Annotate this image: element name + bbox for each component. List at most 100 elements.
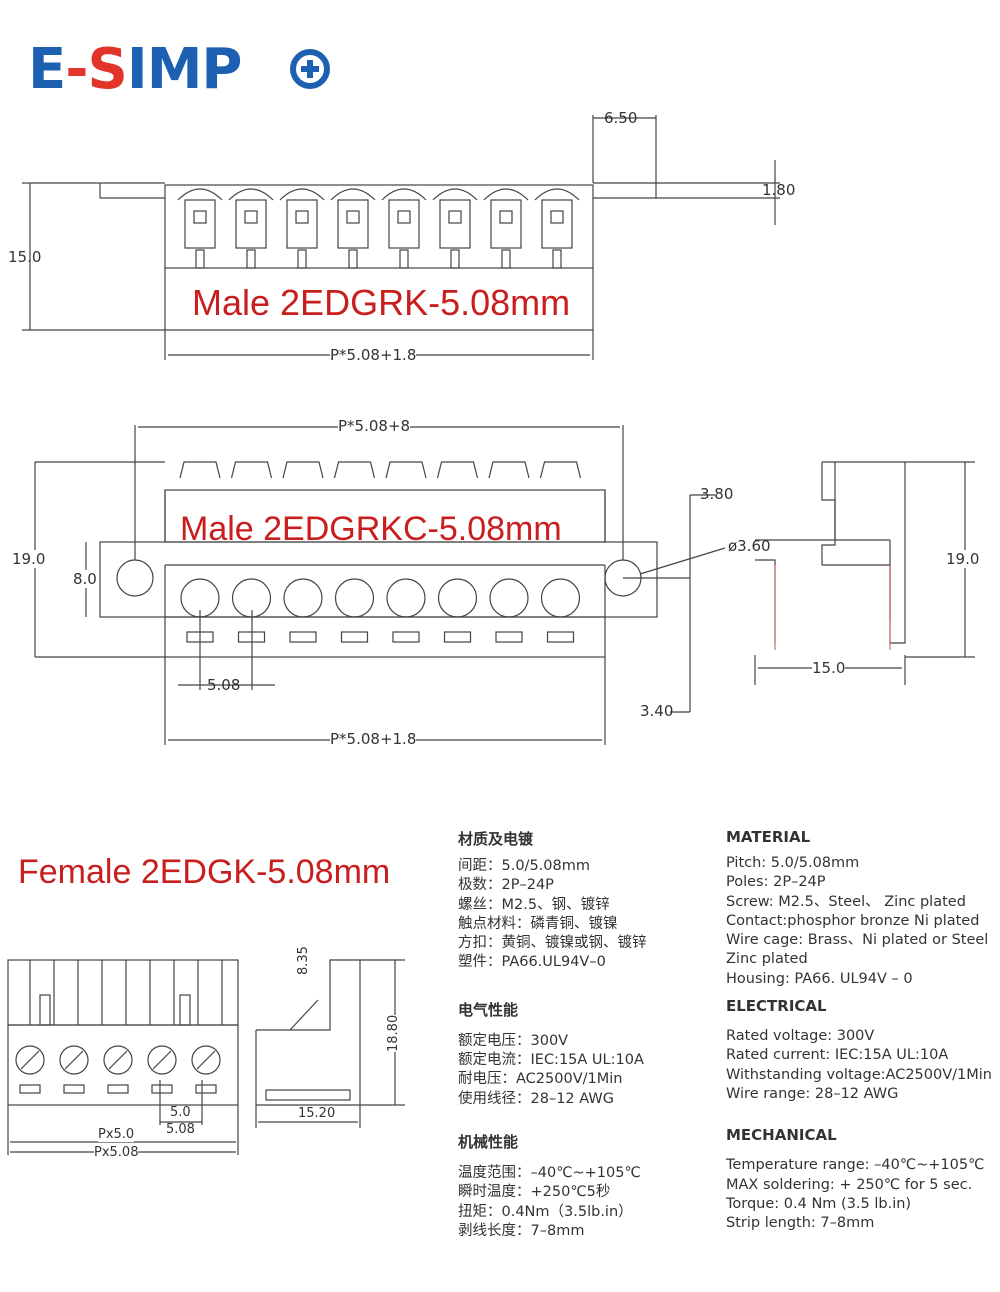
spec-en-electrical-line: Withstanding voltage:AC2500V/1Min: [726, 1066, 992, 1083]
diagram2-terminals: [179, 461, 582, 643]
screw-circle: [15, 1045, 45, 1075]
dim-19-0-right: 19.0: [946, 550, 980, 568]
screw-slot-line: [64, 1050, 84, 1070]
terminal-arc: [177, 188, 223, 201]
dim-15-20: 15.20: [298, 1106, 336, 1121]
wire-entry-circle: [437, 578, 478, 618]
spec-cn-material-line: 间距：5.0/5.08mm: [458, 858, 590, 874]
dim-8-0: 8.0: [73, 570, 97, 588]
spec-en-electrical-line: Rated current: IEC:15A UL:10A: [726, 1047, 949, 1064]
spec-en-material-line: Housing: PA66. UL94V – 0: [726, 970, 913, 987]
screw-square: [295, 210, 309, 224]
slot: [495, 631, 523, 643]
dim-15-0: 15.0: [8, 248, 42, 266]
pin-stub: [195, 249, 205, 269]
spec-en-mechanical-line: MAX soldering: + 250℃ for 5 sec.: [726, 1176, 973, 1193]
terminal-arc: [381, 188, 427, 201]
spec-en-mechanical-list: Temperature range: –40℃~+105℃ MAX solderi…: [726, 1156, 984, 1233]
spec-en-electrical-heading: ELECTRICAL: [726, 997, 827, 1016]
spec-cn-mechanical-heading: 机械性能: [458, 1132, 519, 1151]
pin-stub: [246, 249, 256, 269]
spec-en-mechanical-line: Temperature range: –40℃~+105℃: [726, 1157, 985, 1174]
spec-cn-mechanical-line: 瞬时温度：+250℃5秒: [458, 1184, 611, 1201]
logo-dash: -: [65, 37, 88, 102]
screw-square: [397, 210, 411, 224]
terminal-arc: [228, 188, 274, 201]
dim-18-80: 18.80: [386, 1014, 401, 1052]
spec-en-material-line: Poles: 2P–24P: [726, 874, 826, 891]
screw-slot-line: [20, 1050, 40, 1070]
wire-entry-circle: [334, 578, 375, 618]
dim-15-0-side: 15.0: [812, 659, 846, 677]
terminal-tab: [385, 461, 427, 479]
screw-slot-line: [152, 1050, 172, 1070]
terminal-arc: [279, 188, 325, 201]
spec-cn-electrical-line: 使用线径：28–12 AWG: [458, 1090, 614, 1107]
diagram2-label: Male 2EDGRKC-5.08mm: [180, 510, 562, 548]
spec-cn-electrical-line: 耐电压：AC2500V/1Min: [458, 1071, 623, 1088]
wire-entry-circle: [180, 578, 220, 618]
slot: [107, 1084, 129, 1094]
slot: [19, 1084, 41, 1094]
diagram1-terminals: [177, 188, 580, 269]
spec-en-electrical-list: Rated voltage: 300V Rated current: IEC:15…: [726, 1027, 992, 1104]
dim-p-5-08-1-8-top: P*5.08+1.8: [330, 346, 417, 364]
screw-square: [499, 210, 513, 224]
terminal-arc: [330, 188, 376, 201]
dim-5-0: 5.0: [170, 1105, 191, 1120]
screw-slot-line: [196, 1050, 216, 1070]
spec-cn-material-line: 方扣：黄铜、镀镍或钢、镀锌: [458, 935, 647, 952]
terminal-arc: [534, 188, 580, 201]
slot: [546, 631, 575, 643]
screw-square: [550, 210, 564, 224]
screw-square: [346, 210, 360, 224]
wire-entry-circle: [540, 578, 581, 618]
wire-entry-circle: [231, 578, 272, 618]
dim-pitch-5-08: 5.08: [207, 676, 241, 694]
diagram2-outline: [34, 425, 975, 745]
slot: [237, 631, 266, 643]
terminal-body: [286, 199, 318, 249]
dim-px5-0: Px5.0: [98, 1127, 135, 1142]
slot: [63, 1084, 85, 1094]
wire-entry-circle: [386, 578, 426, 618]
diagram3-outline: [7, 959, 405, 1155]
terminal-body: [490, 199, 522, 249]
dim-19-0-left: 19.0: [12, 550, 46, 568]
dim-3-80: 3.80: [700, 485, 734, 503]
diagram1-label: Male 2EDGRK-5.08mm: [192, 282, 571, 323]
plus-circle-icon: [290, 49, 330, 89]
dim-px5-08: Px5.08: [94, 1145, 139, 1160]
dim-p-5-08-1-8-bottom: P*5.08+1.8: [330, 730, 417, 748]
terminal-tab: [333, 461, 376, 479]
pin-stub: [501, 249, 511, 269]
spec-en-material-line: Pitch: 5.0/5.08mm: [726, 855, 860, 871]
spec-en-material-line: Wire cage: Brass、Ni plated or Steel: [726, 932, 989, 949]
terminal-body: [541, 199, 573, 249]
spec-en-electrical-line: Rated voltage: 300V: [726, 1028, 875, 1045]
pin-stub: [552, 249, 562, 269]
terminal-tab: [282, 461, 324, 479]
slot: [186, 631, 214, 643]
terminal-arc: [432, 188, 478, 201]
spec-cn-material-line: 螺丝：M2.5、钢、镀锌: [458, 896, 610, 913]
spec-en-material-line: Screw: M2.5、Steel、 Zinc plated: [726, 893, 966, 910]
wire-entry-circle: [489, 578, 529, 618]
spec-en-electrical-line: Wire range: 28–12 AWG: [726, 1085, 899, 1102]
dim-3-40: 3.40: [640, 702, 674, 720]
dim-5-08-small: 5.08: [166, 1122, 195, 1137]
logo-letters-imp: IMP: [126, 37, 243, 102]
screw-circle: [147, 1045, 177, 1075]
pin-stub: [297, 249, 307, 269]
slot: [443, 631, 472, 643]
logo-letter-s: S: [87, 37, 128, 102]
terminal-tab: [488, 461, 530, 479]
slot: [289, 631, 317, 643]
spec-en-mechanical-line: Torque: 0.4 Nm (3.5 lb.in): [726, 1195, 912, 1212]
screw-square: [193, 210, 207, 224]
slot: [392, 631, 420, 643]
